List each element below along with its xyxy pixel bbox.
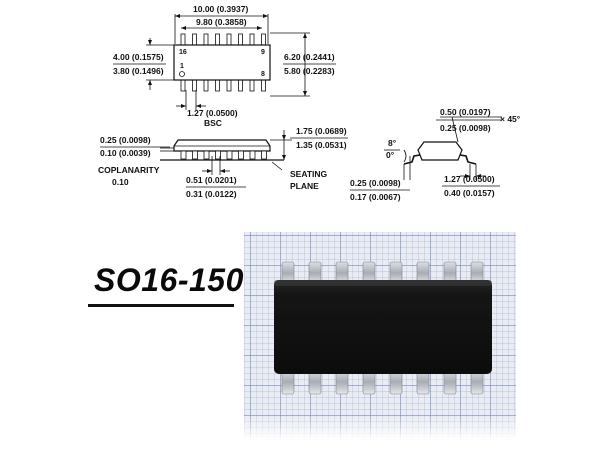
seating-plane-label-2: PLANE: [290, 181, 319, 191]
foot-max-label: 1.27 (0.0500): [444, 174, 495, 184]
chip-photo-illustration: [274, 261, 492, 395]
top-view-pin: [226, 33, 232, 46]
side-view-lead: [249, 150, 256, 160]
side-view-lead: [238, 150, 244, 160]
top-pin-row: [180, 33, 266, 46]
pitch-label: 1.27 (0.0500): [187, 108, 238, 118]
overall-width-max-label: 6.20 (0.2441): [284, 52, 335, 62]
length-max-label: 10.00 (0.3937): [193, 4, 248, 14]
top-view-pin: [261, 79, 266, 92]
pitch-note: BSC: [204, 118, 222, 128]
height-min-label: 1.35 (0.0531): [296, 140, 347, 150]
ic-body-top-view: [173, 44, 271, 81]
body-width-min-label: 3.80 (0.1496): [113, 66, 164, 76]
gull-wing-lead-right: [459, 154, 477, 165]
chamfer-min-label: 0.25 (0.0098): [440, 123, 491, 133]
top-view-pin: [192, 33, 197, 46]
top-view-pin: [180, 79, 186, 92]
bottom-pin-row: [180, 79, 266, 92]
overall-width-min-label: 5.80 (0.2283): [284, 66, 335, 76]
chip-photo-on-grid-paper: [244, 232, 516, 440]
seating-plane-label-1: SEATING: [290, 169, 328, 179]
ic-body-side-view: [173, 139, 271, 152]
chamfer-angle-label: × 45°: [500, 114, 521, 124]
side-view-lead: [261, 150, 267, 160]
coplanarity-value: 0.10: [112, 177, 129, 187]
top-view-pin: [226, 79, 232, 92]
package-name-title: SO16-150: [94, 262, 244, 298]
photo-bottom-leads: [281, 369, 484, 395]
angle-min-label: 0°: [386, 150, 395, 160]
pin-1-label: 1: [180, 63, 184, 70]
package-outline-drawing: 10.00 (0.3937) 9.80 (0.3858) 16 9 1 8 4.…: [98, 4, 521, 202]
top-view-pin: [215, 79, 220, 92]
foot-min-label: 0.40 (0.0157): [444, 188, 495, 198]
top-view-pin: [249, 33, 255, 46]
top-view-pin: [238, 79, 243, 92]
side-view-lead: [203, 150, 210, 160]
standoff-max-label: 0.25 (0.0098): [100, 135, 151, 145]
ic-body-end-view: [417, 141, 463, 161]
side-view: 0.25 (0.0098) 0.10 (0.0039) 1.75 (0.0689…: [98, 126, 348, 199]
length-min-label: 9.80 (0.3858): [196, 17, 247, 27]
angle-max-label: 8°: [388, 138, 397, 148]
end-view: 0.50 (0.0197) 0.25 (0.0098) × 45° 8° 0° …: [350, 107, 521, 202]
top-view-pin: [238, 33, 243, 46]
top-view: 10.00 (0.3937) 9.80 (0.3858) 16 9 1 8 4.…: [113, 4, 336, 128]
pin-16-label: 16: [179, 49, 187, 56]
side-view-lead: [226, 150, 233, 160]
top-view-pin: [261, 33, 266, 46]
side-view-leads: [180, 150, 267, 160]
title-underline: [88, 304, 234, 307]
side-view-lead: [215, 150, 221, 160]
lead-width-max-label: 0.51 (0.0201): [186, 175, 237, 185]
standoff-min-label: 0.10 (0.0039): [100, 148, 151, 158]
photo-chip-body: [274, 280, 492, 374]
photo-top-leads: [281, 261, 484, 285]
pin-9-label: 9: [261, 49, 265, 56]
pin-1-marker: [179, 71, 185, 77]
lead-width-min-label: 0.31 (0.0122): [186, 189, 237, 199]
coplanarity-label: COPLANARITY: [98, 165, 160, 175]
top-view-pin: [215, 33, 220, 46]
height-max-label: 1.75 (0.0689): [296, 126, 347, 136]
top-view-pin: [203, 33, 209, 46]
lead-thickness-max-label: 0.25 (0.0098): [350, 178, 401, 188]
top-view-pin: [203, 79, 209, 92]
side-view-lead: [180, 150, 187, 160]
chamfer-max-label: 0.50 (0.0197): [440, 107, 491, 117]
top-view-pin: [180, 33, 186, 46]
side-view-lead: [192, 150, 198, 160]
top-view-pin: [249, 79, 255, 92]
gull-wing-lead-left: [403, 154, 421, 165]
top-view-pin: [192, 79, 197, 92]
body-width-max-label: 4.00 (0.1575): [113, 52, 164, 62]
pin-8-label: 8: [261, 71, 265, 78]
lead-thickness-min-label: 0.17 (0.0067): [350, 192, 401, 202]
